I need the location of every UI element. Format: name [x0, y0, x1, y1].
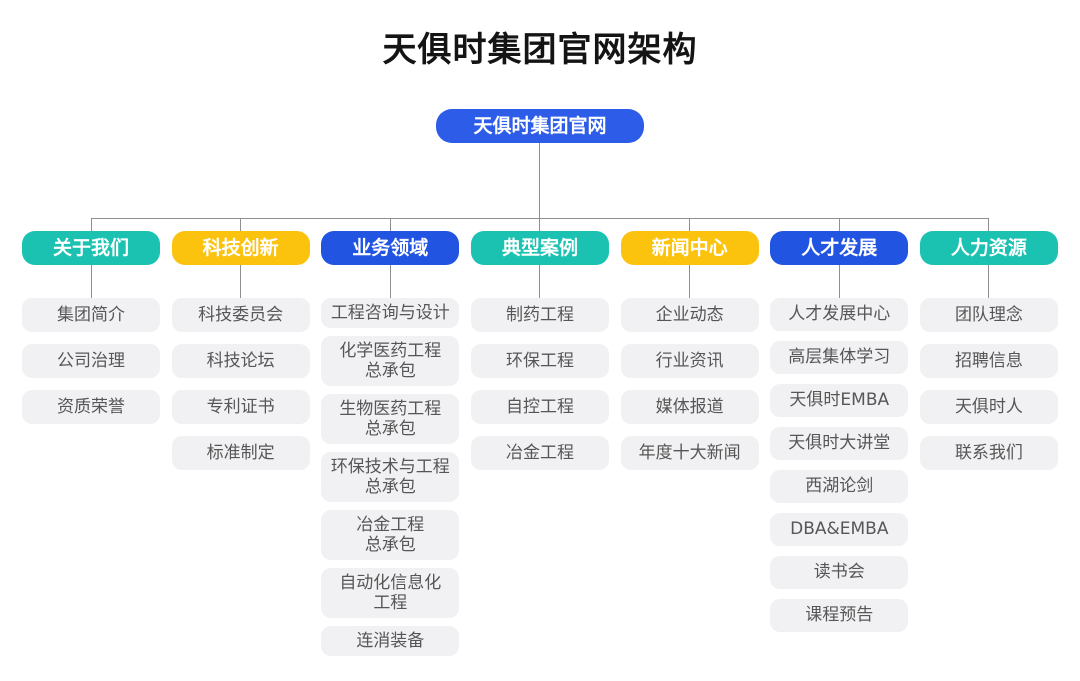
node-item: 公司治理 [22, 344, 160, 378]
connector-root-line [539, 143, 540, 218]
node-item: 标准制定 [171, 436, 310, 470]
node-item: 工程咨询与设计 [321, 298, 460, 328]
connector-line [389, 265, 391, 298]
node-item: 资质荣誉 [22, 390, 160, 424]
branch-tech-innovation: 科技创新 科技委员会 科技论坛 专利证书 标准制定 [171, 218, 310, 656]
branch-items: 团队理念 招聘信息 天俱时人 联系我们 [919, 298, 1058, 470]
connector-line [838, 218, 840, 231]
node-item: 化学医药工程 总承包 [321, 336, 460, 386]
branch-header-tech-innovation: 科技创新 [171, 231, 310, 265]
node-item: 冶金工程 总承包 [321, 510, 460, 560]
node-item: DBA&EMBA [770, 513, 909, 546]
branch-columns: 关于我们 集团简介 公司治理 资质荣誉 科技创新 科技委员会 科技论坛 专利证书… [0, 218, 1080, 656]
branch-header-about-us: 关于我们 [22, 231, 160, 265]
node-item: 制药工程 [470, 298, 609, 332]
branch-items: 制药工程 环保工程 自控工程 冶金工程 [470, 298, 609, 470]
node-item: 冶金工程 [470, 436, 609, 470]
node-item: 自动化信息化 工程 [321, 568, 460, 618]
branch-talent-development: 人才发展 人才发展中心 高层集体学习 天俱时EMBA 天俱时大讲堂 西湖论剑 D… [770, 218, 909, 656]
node-item: 环保技术与工程 总承包 [321, 452, 460, 502]
node-item: 科技论坛 [171, 344, 310, 378]
connector-line [689, 265, 691, 298]
node-item: 自控工程 [470, 390, 609, 424]
node-item: 课程预告 [770, 599, 909, 632]
node-item: 读书会 [770, 556, 909, 589]
node-item: 媒体报道 [620, 390, 759, 424]
node-item: 招聘信息 [919, 344, 1058, 378]
connector-line [90, 218, 92, 231]
branch-items: 企业动态 行业资讯 媒体报道 年度十大新闻 [620, 298, 759, 470]
branch-items: 人才发展中心 高层集体学习 天俱时EMBA 天俱时大讲堂 西湖论剑 DBA&EM… [770, 298, 909, 632]
branch-header-news-center: 新闻中心 [620, 231, 759, 265]
branch-about-us: 关于我们 集团简介 公司治理 资质荣誉 [22, 218, 160, 656]
node-item: 人才发展中心 [770, 298, 909, 331]
connector-line [389, 218, 391, 231]
node-item: 年度十大新闻 [620, 436, 759, 470]
node-item: 天俱时人 [919, 390, 1058, 424]
connector-line [689, 218, 691, 231]
connector-line [90, 265, 92, 298]
node-item: 环保工程 [470, 344, 609, 378]
node-item: 西湖论剑 [770, 470, 909, 503]
branch-header-typical-cases: 典型案例 [470, 231, 609, 265]
connector-line [240, 218, 242, 231]
node-item: 行业资讯 [620, 344, 759, 378]
node-item: 联系我们 [919, 436, 1058, 470]
connector-line [539, 218, 541, 231]
node-item: 生物医药工程 总承包 [321, 394, 460, 444]
connector-line [240, 265, 242, 298]
node-item: 科技委员会 [171, 298, 310, 332]
branch-header-talent-development: 人才发展 [770, 231, 909, 265]
node-item: 天俱时EMBA [770, 384, 909, 417]
node-item: 团队理念 [919, 298, 1058, 332]
root-node: 天俱时集团官网 [436, 109, 644, 143]
branch-news-center: 新闻中心 企业动态 行业资讯 媒体报道 年度十大新闻 [620, 218, 759, 656]
branch-human-resources: 人力资源 团队理念 招聘信息 天俱时人 联系我们 [919, 218, 1058, 656]
branch-items: 工程咨询与设计 化学医药工程 总承包 生物医药工程 总承包 环保技术与工程 总承… [321, 298, 460, 656]
node-item: 天俱时大讲堂 [770, 427, 909, 460]
node-item: 高层集体学习 [770, 341, 909, 374]
connector-line [539, 265, 541, 298]
branch-items: 集团简介 公司治理 资质荣誉 [22, 298, 160, 424]
connector-line [988, 265, 990, 298]
connector-line [838, 265, 840, 298]
branch-header-human-resources: 人力资源 [919, 231, 1058, 265]
node-item: 连消装备 [321, 626, 460, 656]
branch-business-areas: 业务领域 工程咨询与设计 化学医药工程 总承包 生物医药工程 总承包 环保技术与… [321, 218, 460, 656]
connector-line [988, 218, 990, 231]
branch-header-business-areas: 业务领域 [321, 231, 460, 265]
branch-items: 科技委员会 科技论坛 专利证书 标准制定 [171, 298, 310, 470]
node-item: 集团简介 [22, 298, 160, 332]
branch-typical-cases: 典型案例 制药工程 环保工程 自控工程 冶金工程 [470, 218, 609, 656]
page-title: 天俱时集团官网架构 [382, 30, 698, 70]
node-item: 企业动态 [620, 298, 759, 332]
node-item: 专利证书 [171, 390, 310, 424]
